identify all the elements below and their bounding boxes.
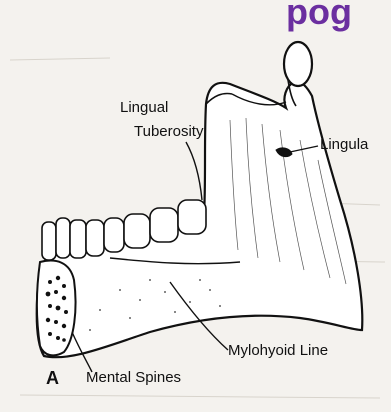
- condyle: [284, 42, 312, 86]
- label-mental-spines: Mental Spines: [86, 370, 181, 387]
- label-lingula: Lingula: [320, 137, 368, 154]
- leader-lingual-tuberosity: [186, 142, 202, 200]
- slide-title-fragment: pog: [286, 0, 352, 30]
- figure-letter: A: [46, 369, 59, 389]
- label-mylohyoid-line: Mylohyoid Line: [228, 343, 328, 360]
- label-lingual: Lingual: [120, 100, 168, 117]
- label-tuberosity: Tuberosity: [134, 124, 203, 141]
